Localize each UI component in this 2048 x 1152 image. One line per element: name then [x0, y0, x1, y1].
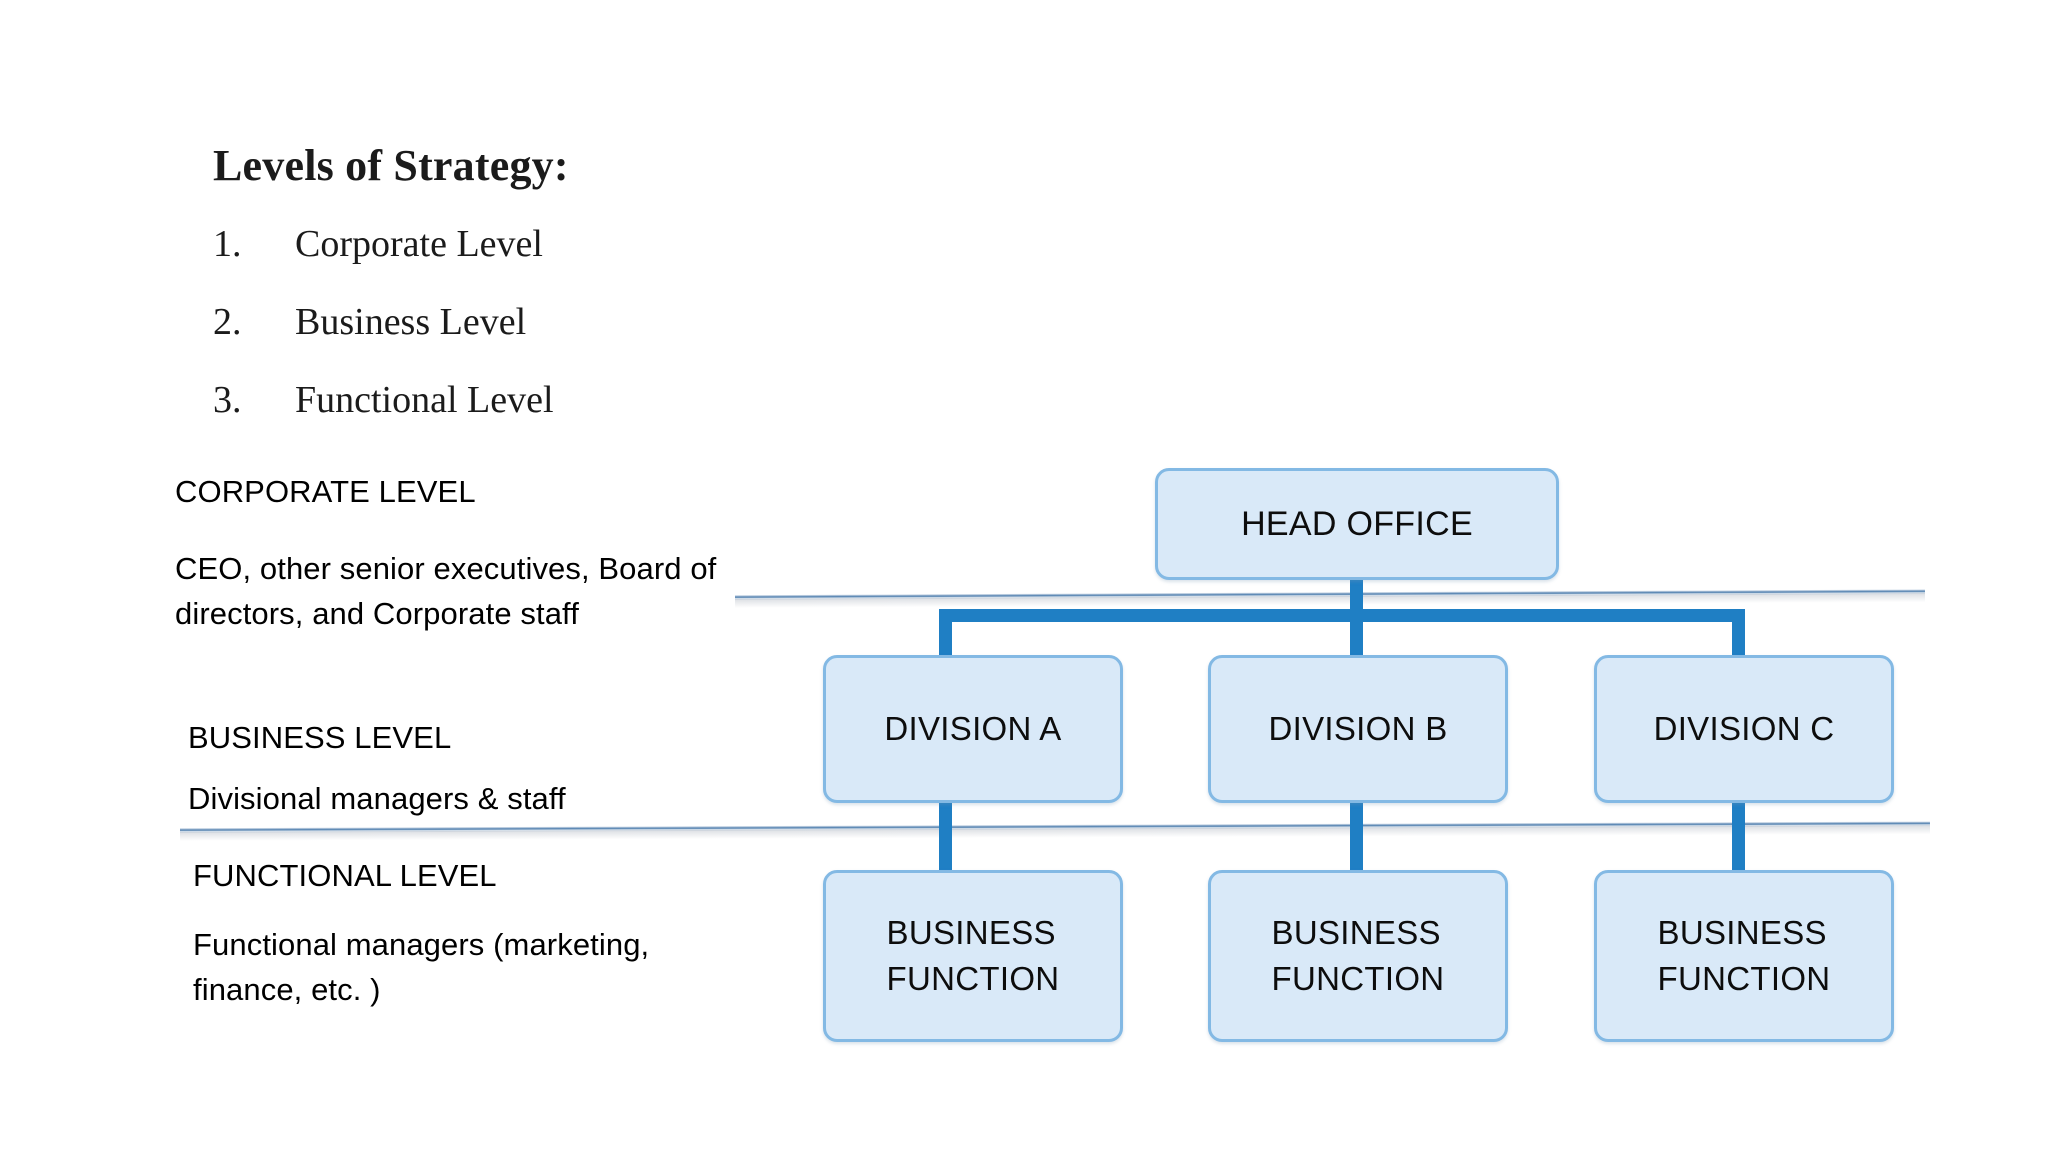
- node-business-function-a-label: BUSINESS FUNCTION: [886, 914, 1060, 997]
- list-item-label: Business Level: [295, 301, 527, 343]
- node-division-b[interactable]: DIVISION B: [1208, 655, 1508, 803]
- corporate-business-divider: [734, 589, 1925, 600]
- node-business-function-c[interactable]: BUSINESS FUNCTION: [1594, 870, 1894, 1042]
- corporate-level-description: CORPORATE LEVEL CEO, other senior execut…: [175, 472, 735, 636]
- business-functional-divider: [179, 821, 1930, 833]
- node-division-a-label: DIVISION A: [884, 710, 1062, 747]
- list-item: 1. Corporate Level: [213, 222, 833, 300]
- node-division-c-label: DIVISION C: [1653, 710, 1835, 747]
- connector-division-b-to-function: [1350, 798, 1363, 876]
- node-head-office-label: HEAD OFFICE: [1241, 505, 1473, 543]
- node-division-c[interactable]: DIVISION C: [1594, 655, 1894, 803]
- node-division-b-label: DIVISION B: [1268, 710, 1448, 747]
- levels-numbered-list: 1. Corporate Level 2. Business Level 3. …: [213, 222, 833, 456]
- node-business-function-c-label: BUSINESS FUNCTION: [1657, 914, 1831, 997]
- business-level-heading: BUSINESS LEVEL: [188, 720, 452, 755]
- list-item-number: 1.: [213, 223, 242, 265]
- functional-level-description: FUNCTIONAL LEVEL Functional managers (ma…: [193, 856, 753, 1012]
- connector-division-c-to-function: [1732, 798, 1745, 876]
- connector-drop-division-b: [1350, 609, 1363, 661]
- list-item-number: 3.: [213, 379, 242, 421]
- list-item-number: 2.: [213, 301, 242, 343]
- business-level-body: Divisional managers & staff: [188, 781, 566, 816]
- corporate-level-heading: CORPORATE LEVEL: [175, 474, 476, 509]
- list-item: 2. Business Level: [213, 300, 833, 378]
- list-item-label: Functional Level: [295, 379, 554, 421]
- business-level-description: BUSINESS LEVEL Divisional managers & sta…: [188, 718, 748, 821]
- corporate-level-body: CEO, other senior executives, Board of d…: [175, 551, 717, 631]
- page-title: Levels of Strategy:: [213, 141, 569, 190]
- connector-drop-division-a: [939, 609, 952, 661]
- list-item-label: Corporate Level: [295, 223, 543, 265]
- node-business-function-b[interactable]: BUSINESS FUNCTION: [1208, 870, 1508, 1042]
- node-head-office[interactable]: HEAD OFFICE: [1155, 468, 1559, 580]
- node-division-a[interactable]: DIVISION A: [823, 655, 1123, 803]
- functional-level-heading: FUNCTIONAL LEVEL: [193, 858, 497, 893]
- node-business-function-a[interactable]: BUSINESS FUNCTION: [823, 870, 1123, 1042]
- list-item: 3. Functional Level: [213, 378, 833, 456]
- connector-drop-division-c: [1732, 609, 1745, 661]
- connector-division-a-to-function: [939, 798, 952, 876]
- functional-level-body: Functional managers (marketing, finance,…: [193, 927, 650, 1007]
- connector-division-bus: [939, 609, 1745, 622]
- node-business-function-b-label: BUSINESS FUNCTION: [1271, 914, 1445, 997]
